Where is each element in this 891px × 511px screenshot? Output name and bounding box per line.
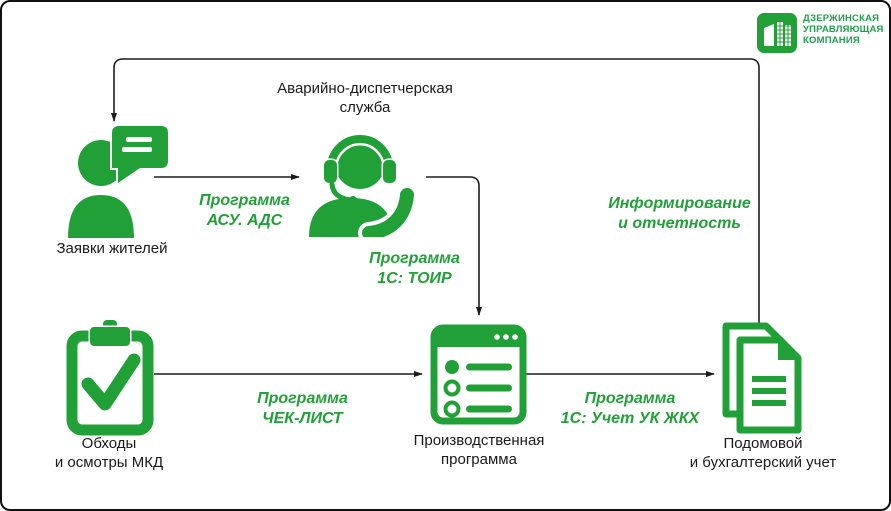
buildings-icon — [757, 13, 797, 53]
company-logo: ДЗЕРЖИНСКАЯ УПРАВЛЯЮЩАЯ КОМПАНИЯ — [757, 13, 884, 53]
node-accounting — [718, 322, 806, 434]
arrow-dispatch-to-production — [426, 176, 482, 316]
label-production: Производственная программа — [413, 432, 545, 468]
label-inspections: Обходы и осмотры МКД — [54, 435, 164, 471]
company-logo-text: ДЗЕРЖИНСКАЯ УПРАВЛЯЮЩАЯ КОМПАНИЯ — [803, 13, 884, 47]
operator-headset-icon — [309, 132, 418, 237]
node-residents — [62, 120, 174, 238]
edge-label-chek-list: Программа ЧЕК-ЛИСТ — [257, 390, 348, 427]
edge-label-informing: Информирование и отчетность — [608, 195, 751, 232]
edge-label-1c-uchet: Программа 1С: Учет УК ЖКХ — [560, 390, 700, 427]
person-chat-icon — [68, 124, 170, 238]
edge-label-asu-ads: Программа АСУ. АДС — [199, 192, 290, 229]
label-accounting: Подомовой и бухгалтерский учет — [689, 435, 837, 471]
clipboard-check-icon — [66, 320, 154, 436]
label-dispatch: Аварийно-диспетчерская служба — [277, 80, 453, 116]
app-window-icon — [430, 324, 527, 425]
documents-icon — [722, 322, 802, 434]
node-dispatch — [305, 122, 430, 237]
node-production — [430, 324, 527, 425]
edge-label-1c-toir: Программа 1С: ТОИР — [369, 250, 460, 287]
node-inspections — [64, 320, 156, 436]
label-residents: Заявки жителей — [56, 240, 168, 257]
